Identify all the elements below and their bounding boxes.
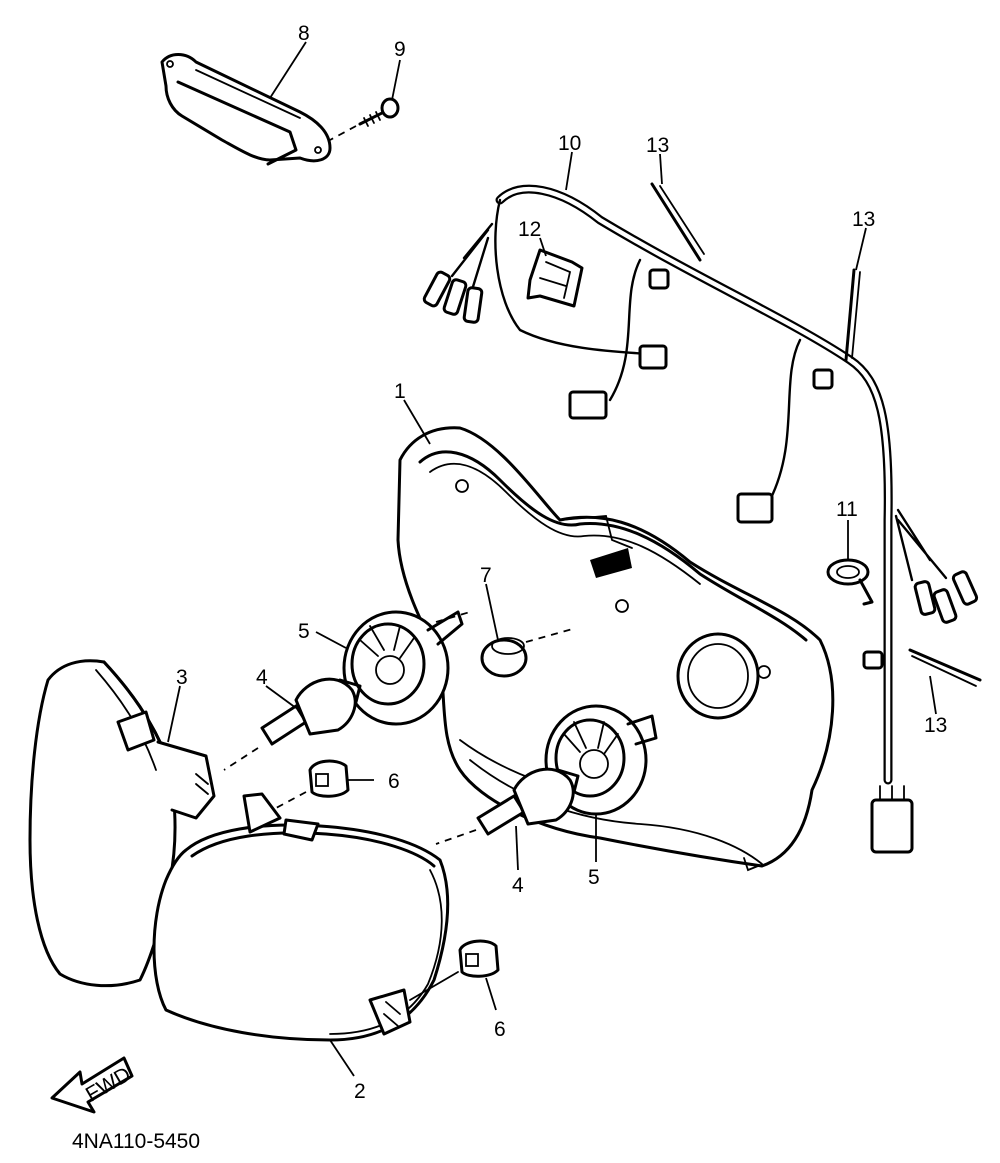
callout-2: 2 [354, 1080, 366, 1103]
harness-bracket [526, 248, 584, 308]
catalog-code: 4NA110-5450 [72, 1130, 200, 1153]
callout-4-lower: 4 [512, 874, 524, 897]
bulb-upper [223, 677, 362, 771]
wire-harness [422, 184, 979, 854]
socket-lower [409, 939, 500, 1001]
callout-5-upper: 5 [298, 620, 310, 643]
callout-7: 7 [480, 564, 492, 587]
bulb-cover-upper [342, 610, 471, 726]
callout-9: 9 [394, 38, 406, 61]
callout-4-upper: 4 [256, 666, 268, 689]
callout-11: 11 [836, 498, 858, 521]
callout-13-bottom: 13 [924, 714, 947, 737]
callout-13-top: 13 [646, 134, 669, 157]
lens-rear [28, 659, 216, 988]
callout-labels: 1 2 3 4 4 5 5 6 6 7 8 9 10 11 12 13 13 1… [176, 22, 947, 1103]
rubber-cap [480, 627, 577, 678]
callout-6-lower: 6 [494, 1018, 506, 1041]
callout-3: 3 [176, 666, 188, 689]
callout-1: 1 [394, 380, 406, 403]
callout-12: 12 [518, 218, 541, 241]
leader-lines [167, 41, 937, 1077]
position-light-housing [160, 53, 332, 166]
forward-arrow-icon: FWD [50, 1056, 135, 1114]
callout-6-upper: 6 [388, 770, 400, 793]
lens-front [152, 792, 450, 1042]
cable-ties [650, 182, 982, 687]
callout-8: 8 [298, 22, 310, 45]
callout-5-lower: 5 [588, 866, 600, 889]
screw [329, 97, 400, 141]
socket-upper [275, 759, 350, 809]
bulb-lower [435, 767, 580, 845]
harness-clamp [826, 558, 874, 606]
headlight-body [396, 426, 835, 872]
callout-10: 10 [558, 132, 581, 155]
callout-13-right: 13 [852, 208, 875, 231]
